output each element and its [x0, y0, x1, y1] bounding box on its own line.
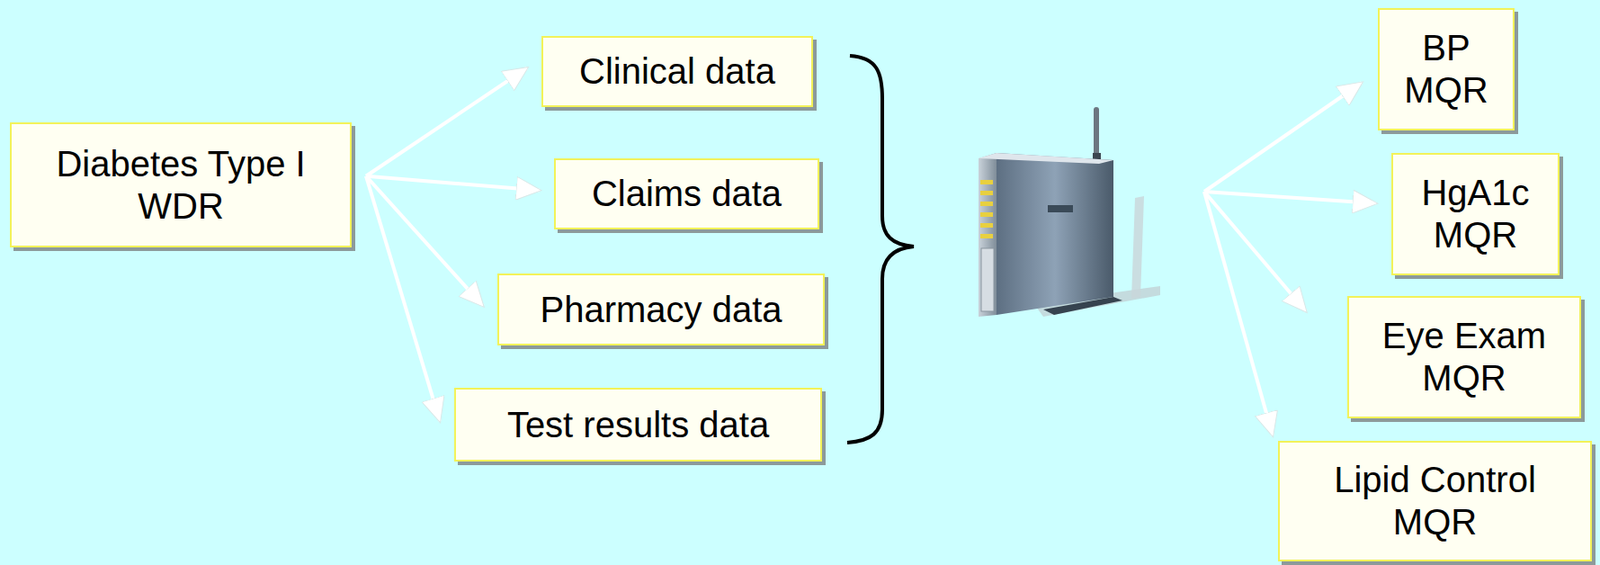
box-label: Eye Exam MQR [1369, 314, 1559, 400]
box-label: Claims data [591, 172, 782, 215]
data-box: Pharmacy data [497, 273, 825, 346]
box-label: BP MQR [1396, 26, 1496, 112]
box-label: Clinical data [579, 50, 776, 93]
flow-arrow [366, 176, 483, 306]
data-box: Clinical data [541, 35, 814, 108]
box-label: HgA1c MQR [1412, 171, 1539, 257]
measure-box: BP MQR [1377, 8, 1515, 131]
measure-box: HgA1c MQR [1391, 152, 1560, 276]
data-box: Claims data [554, 158, 820, 230]
flow-arrow [366, 176, 540, 191]
measure-box: Eye Exam MQR [1347, 295, 1582, 419]
box-label: Test results data [507, 403, 769, 447]
source-box: Diabetes Type I WDR [9, 122, 352, 248]
box-label: Lipid Control MQR [1305, 458, 1566, 544]
box-label: Pharmacy data [539, 288, 782, 331]
router-illustration [978, 109, 1161, 317]
measure-box: Lipid Control MQR [1278, 440, 1592, 562]
flow-arrow [366, 68, 528, 177]
box-label: Diabetes Type I WDR [36, 143, 325, 228]
data-box: Test results data [454, 387, 823, 462]
flow-arrow [366, 176, 440, 421]
brace [847, 55, 914, 443]
